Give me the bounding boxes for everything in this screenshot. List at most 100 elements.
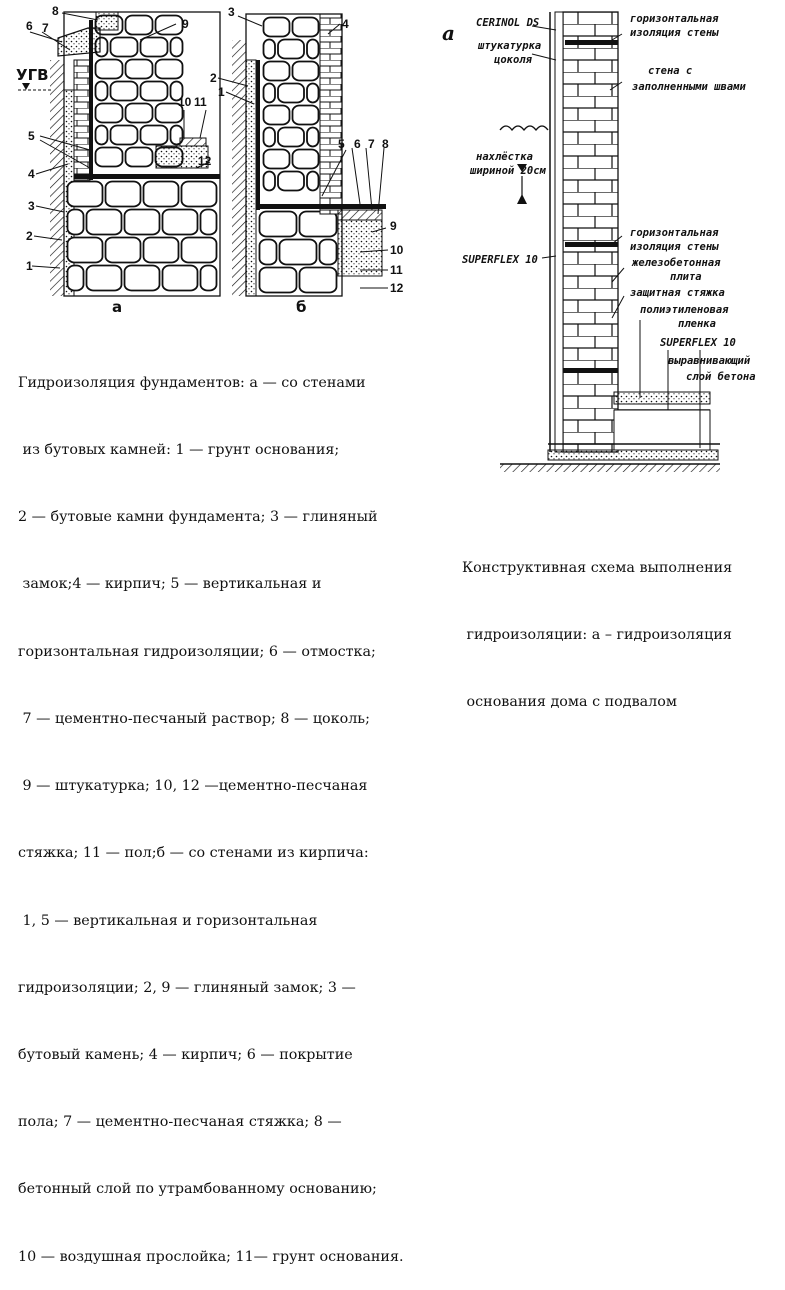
- caption-left-line: 7 — цементно-песчаный раствор; 8 — цокол…: [18, 710, 370, 727]
- horizontal-waterproofing-a: [74, 174, 220, 179]
- rubble-stone: [306, 82, 320, 104]
- caption-left-line: 10 — воздушная прослойка; 11— грунт осно…: [18, 1248, 404, 1265]
- caption-right-line: Конструктивная схема выполнения: [462, 559, 733, 576]
- rubble-stone: [278, 238, 318, 266]
- figure-a: УГВ 8 6 7 9 5 10 11 12 4 3 2 1 а: [16, 4, 221, 316]
- subfigure-label-b: б: [296, 298, 306, 316]
- callout-b-4: 4: [342, 17, 349, 31]
- ugv-label: УГВ: [16, 66, 49, 84]
- rubble-stone: [298, 266, 338, 294]
- floor-covering-b: [337, 209, 383, 221]
- callout-b-5: 5: [338, 137, 345, 151]
- plinth-a: [95, 11, 119, 31]
- label-horizontal-insulation-bottom-2: изоляция стены: [630, 241, 719, 253]
- subfigure-label-a: а: [112, 298, 122, 316]
- rubble-stone: [262, 38, 276, 60]
- rubble-stone: [169, 80, 184, 102]
- label-overlap-1: нахлёстка: [476, 151, 533, 163]
- rubble-stone: [142, 236, 180, 264]
- rubble-stone: [66, 264, 85, 292]
- rubble-stone: [199, 208, 218, 236]
- callout-a-9: 9: [182, 17, 189, 31]
- label-plaster-1: штукатурка: [477, 40, 541, 52]
- label-polyethylene-2: пленка: [678, 318, 716, 330]
- callout-a-1: 1: [26, 259, 33, 273]
- rubble-stone: [85, 208, 123, 236]
- protective-screed: [613, 391, 711, 405]
- figure-b: 3 4 2 1 5 6 7 8 9 10 11 12 б: [210, 5, 404, 316]
- brick-strip-a: [73, 59, 91, 181]
- label-rc-slab-2: плита: [670, 271, 702, 283]
- callout-b-1: 1: [218, 85, 225, 99]
- rubble-stone: [139, 124, 169, 146]
- rubble-stone: [104, 180, 142, 208]
- rubble-stone: [291, 104, 320, 126]
- leaders-a: [29, 12, 211, 269]
- rubble-stone: [94, 80, 109, 102]
- rubble-stone: [161, 264, 199, 292]
- label-leveling-1: выравнивающий: [668, 355, 751, 367]
- rubble-stone: [104, 236, 142, 264]
- brick-wall-right: [562, 11, 619, 453]
- caption-left-line: бутовый камень; 4 — кирпич; 6 — покрытие: [18, 1047, 353, 1063]
- horizontal-waterproofing-b: [256, 204, 386, 209]
- caption-left-line: замок;4 — кирпич; 5 — вертикальная и: [18, 576, 322, 593]
- horizontal-insulation-top: [565, 40, 618, 45]
- ground-hatch-b: [232, 40, 246, 296]
- rubble-stone: [154, 102, 184, 124]
- label-superflex-right: SUPERFLEX 10: [660, 337, 736, 349]
- callout-a-8: 8: [52, 4, 59, 18]
- rubble-stone: [94, 102, 124, 124]
- caption-left-line: пола; 7 — цементно-песчаная стяжка; 8 —: [18, 1114, 342, 1131]
- rubble-stone: [94, 124, 109, 146]
- caption-right-line: основания дома с подвалом: [462, 694, 677, 711]
- rubble-stone: [123, 208, 161, 236]
- label-plaster-2: цоколя: [494, 54, 533, 66]
- ugv-marker: [22, 83, 30, 90]
- leveling-concrete: [547, 449, 719, 461]
- figure-basement: а CERINOL DS штукатурка цоколя горизонта…: [442, 11, 756, 472]
- concrete-layer-b: [337, 219, 383, 277]
- rubble-stone: [109, 36, 139, 58]
- rubble-stone: [66, 208, 85, 236]
- rubble-stone: [199, 264, 218, 292]
- caption-foundation-waterproofing: Гидроизоляция фундаментов: а — со стенам…: [18, 327, 404, 1290]
- rubble-stone: [66, 236, 104, 264]
- callout-b-6: 6: [354, 137, 361, 151]
- callout-a-6: 6: [26, 19, 33, 33]
- callout-b-12: 12: [390, 281, 404, 295]
- ground-hatch-right: [500, 464, 720, 472]
- rubble-stone: [123, 264, 161, 292]
- caption-left-line: гидроизоляции; 2, 9 — глиняный замок; 3 …: [18, 979, 356, 996]
- rubble-stone: [277, 126, 305, 148]
- caption-right-line: гидроизоляции: а – гидроизоляция: [462, 627, 732, 644]
- callout-a-5: 5: [28, 129, 35, 143]
- rubble-stone: [109, 80, 139, 102]
- label-protective-screed: защитная стяжка: [630, 287, 725, 299]
- rubble-stone: [258, 210, 298, 238]
- rubble-stone: [291, 16, 320, 38]
- caption-left-line: 2 — бутовые камни фундамента; 3 — глинян…: [18, 509, 378, 526]
- caption-left-line: Гидроизоляция фундаментов: а — со стенам…: [18, 374, 366, 391]
- rubble-stone: [109, 124, 139, 146]
- rubble-stone: [94, 58, 124, 80]
- rubble-stones-wall-a: [94, 14, 184, 168]
- vertical-waterproofing-a: [89, 20, 93, 180]
- callout-b-11: 11: [390, 263, 403, 277]
- caption-left-line: горизонтальная гидроизоляции; 6 — отмост…: [18, 643, 376, 660]
- rubble-stone: [262, 82, 276, 104]
- rubble-stone: [262, 16, 291, 38]
- callout-a-7: 7: [42, 21, 49, 35]
- wall-coating-strip: [554, 11, 564, 453]
- label-superflex-left: SUPERFLEX 10: [462, 254, 538, 266]
- rubble-stone: [169, 36, 184, 58]
- rubble-stone: [124, 58, 154, 80]
- brick-wall-b: [319, 13, 343, 215]
- callout-a-11: 11: [194, 95, 207, 109]
- callout-b-9: 9: [390, 219, 397, 233]
- rubble-stone: [154, 58, 184, 80]
- rubble-stone: [291, 60, 320, 82]
- outline-b: [245, 13, 343, 297]
- label-polyethylene-1: полиэтиленовая: [640, 304, 729, 316]
- vertical-waterproofing-b: [256, 60, 260, 210]
